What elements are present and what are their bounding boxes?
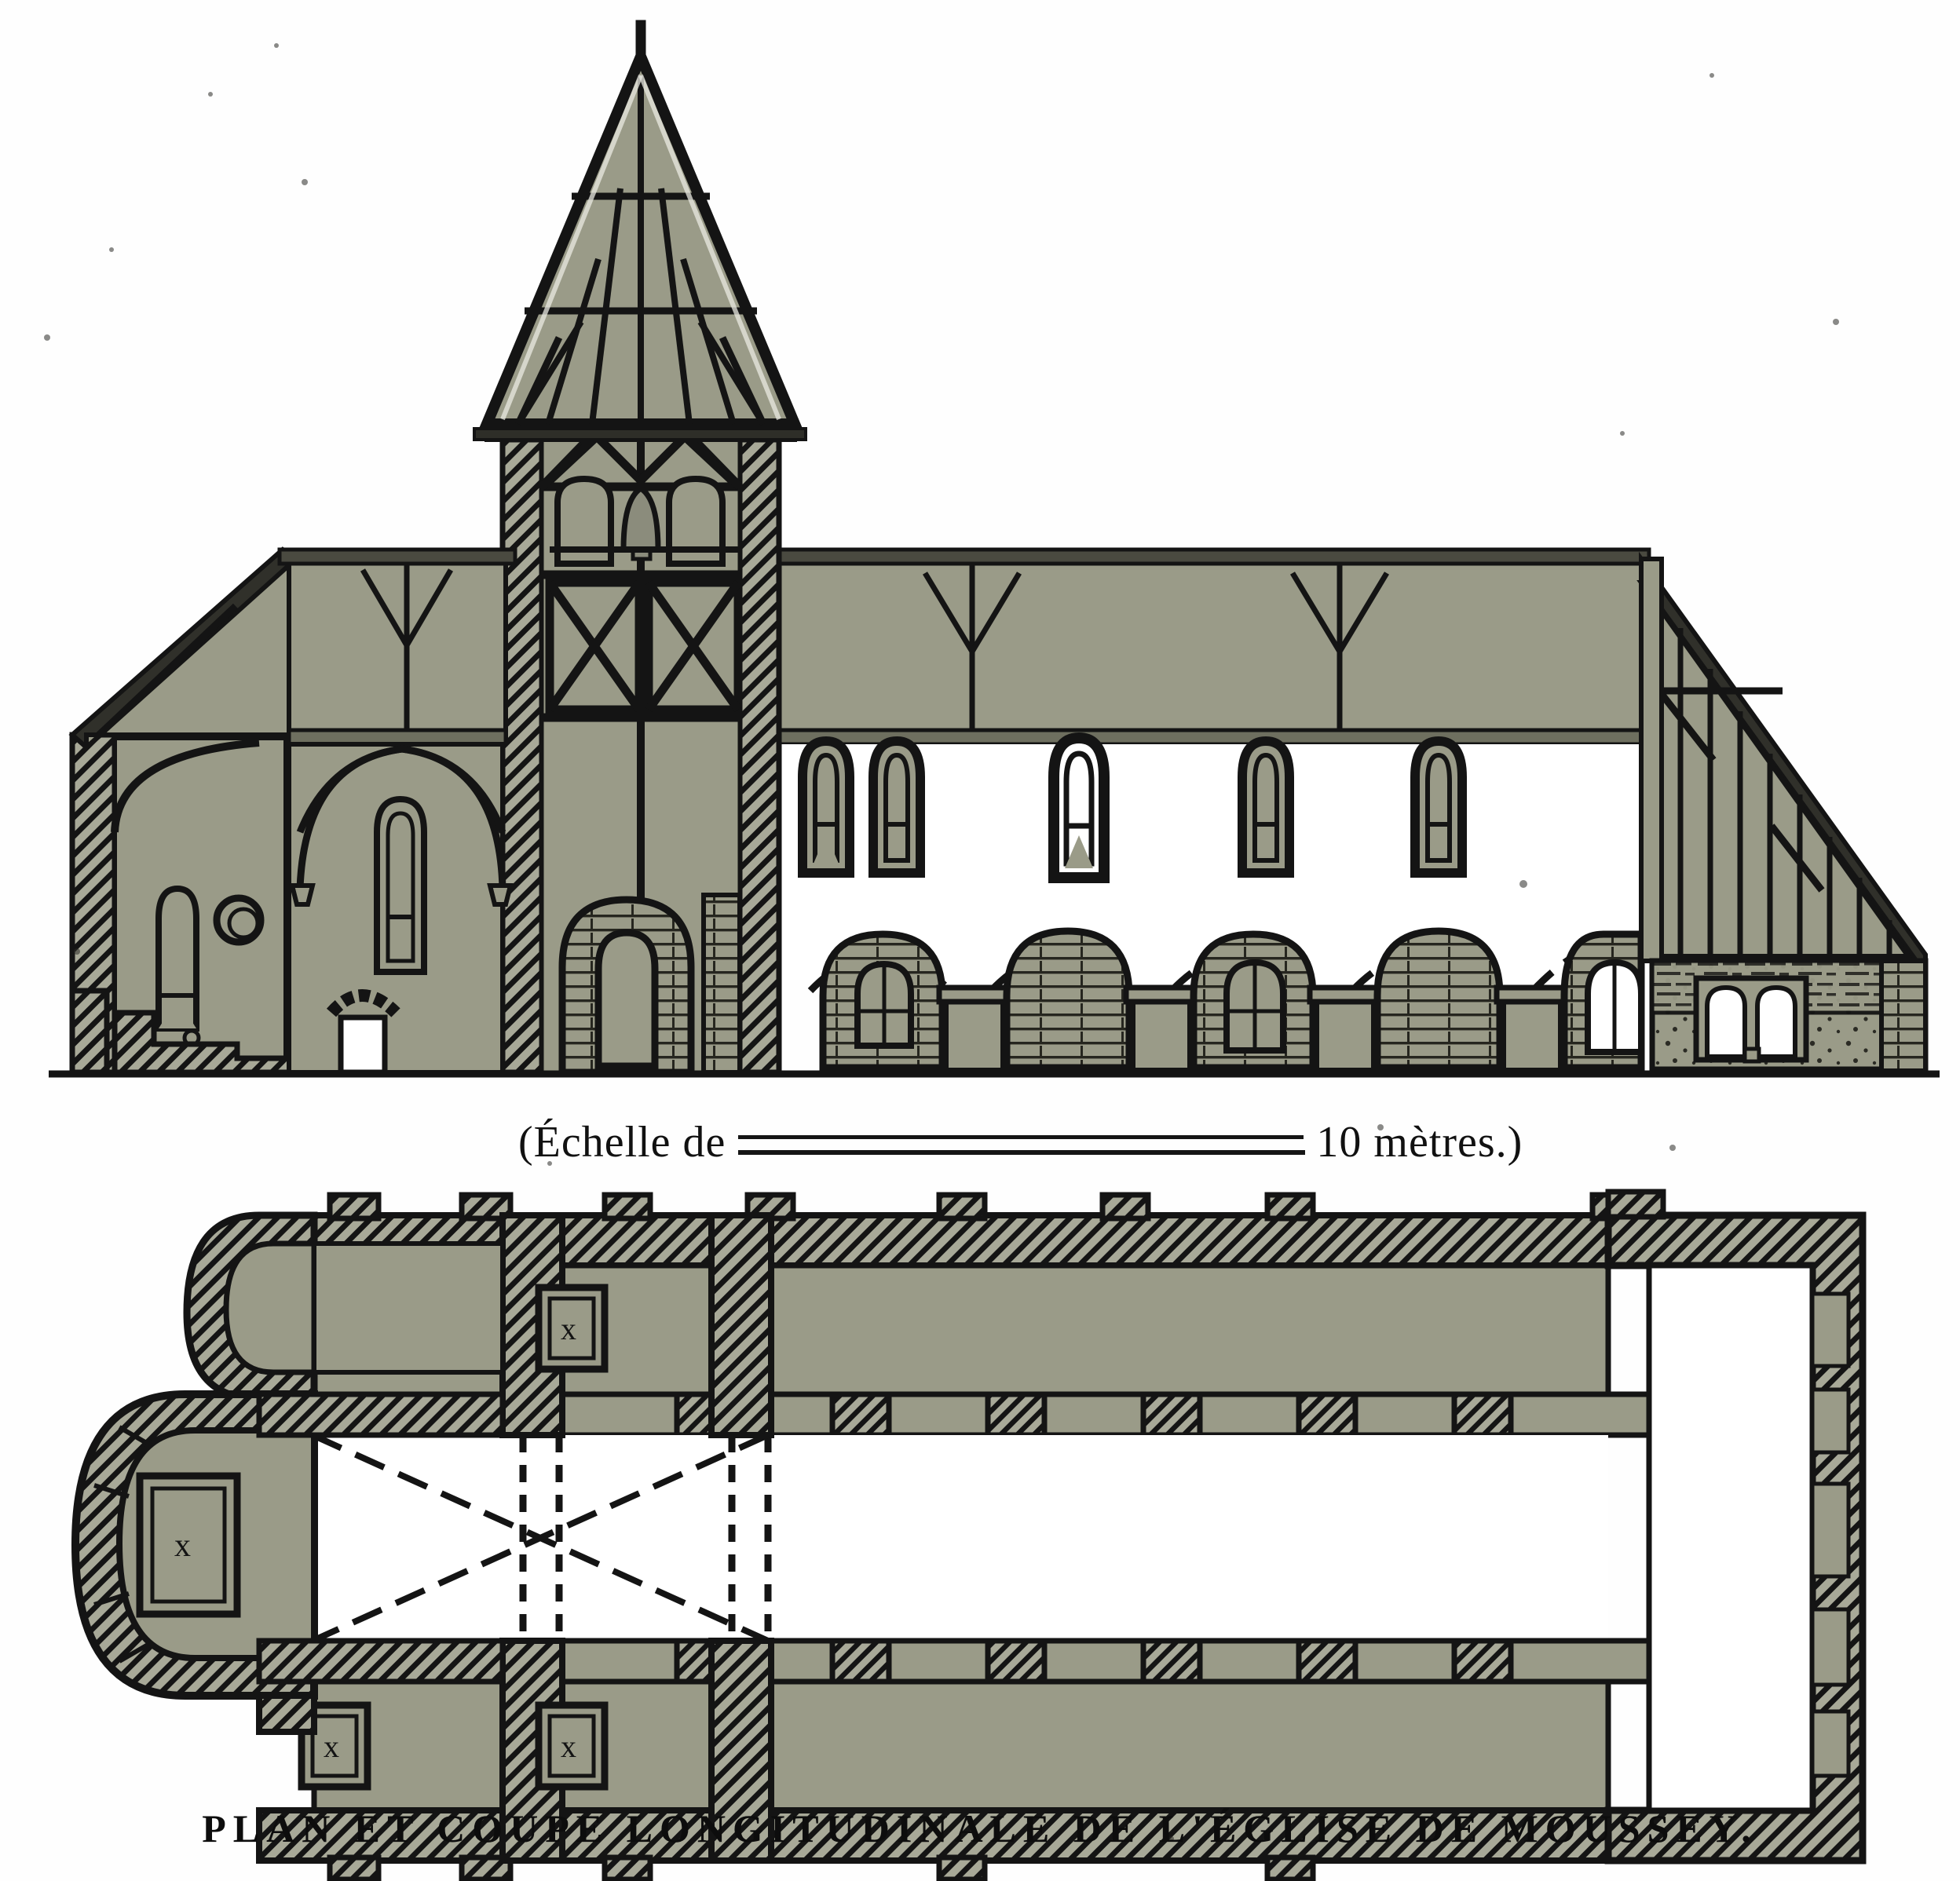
- scale-suffix: 10 mètres.): [1316, 1118, 1523, 1167]
- paper-foxing: [44, 43, 1839, 1841]
- gable-studs: [1677, 628, 1892, 955]
- plan-apse-north-return: [256, 1391, 506, 1438]
- belfry-opening: [554, 475, 614, 567]
- svg-text:x: x: [561, 1311, 576, 1346]
- plan-west-tab: [1605, 1189, 1666, 1220]
- ground-plan-figure: x x x: [71, 1189, 1867, 1881]
- plan-altar-marks: x x x: [298, 1284, 609, 1791]
- plan-north-apse: [183, 1211, 505, 1403]
- gable-quoins: [1879, 959, 1928, 1073]
- plan-apse-joints: [93, 1425, 151, 1664]
- vault-corbel: [487, 883, 514, 907]
- portal-jamb-courses: [701, 893, 742, 1075]
- lancet-window: [1048, 732, 1110, 883]
- svg-text:x: x: [561, 1729, 576, 1764]
- lancet-window: [798, 736, 854, 878]
- plan-nave-void: [314, 1435, 1608, 1641]
- spire-eaves: [473, 427, 807, 441]
- west-buttress: [69, 988, 110, 1076]
- clerestory-windows: [798, 732, 1467, 883]
- main-portal: [558, 896, 695, 1076]
- arcade-bay: [819, 930, 946, 1072]
- plan-tower-pier-se: [708, 1638, 774, 1864]
- vault-corbel: [289, 883, 316, 907]
- arcade-bay: [1373, 927, 1504, 1072]
- longitudinal-section-figure: [49, 20, 1940, 1078]
- altar-mark: x: [136, 1472, 241, 1618]
- arcade-bay: [1003, 927, 1133, 1072]
- arcade-pier: [1123, 984, 1200, 1074]
- plan-main-apse: x: [71, 1390, 318, 1735]
- plan-west-enclosure: [1604, 1189, 1867, 1865]
- plan-south-buttresses: [327, 1854, 1316, 1881]
- plan-tower-footprint-dashes: [519, 1435, 772, 1641]
- arcade-pier: [1494, 984, 1571, 1074]
- relieving-arch: [326, 989, 400, 1017]
- tower-pier-right: [737, 436, 782, 1076]
- apse-semidome-arc: [111, 739, 260, 833]
- apse-lancet-window: [155, 885, 199, 1032]
- spire-studs: [515, 75, 766, 426]
- tower-pier-left: [499, 436, 545, 1076]
- arcade-bay: [1190, 930, 1317, 1072]
- nave-roof-zone: [751, 557, 1644, 740]
- side-doorway: [338, 1014, 388, 1076]
- choir-block: [68, 546, 742, 1076]
- arcade-pier: [936, 984, 1013, 1074]
- plan-west-room-void: [1646, 1262, 1816, 1813]
- belfry-openings: [550, 475, 738, 567]
- scale-prefix: (Échelle de: [518, 1118, 726, 1167]
- svg-text:x: x: [324, 1729, 339, 1764]
- plate-title: PLAN ET COUPE LONGITUDINALE DE L'ÉGLISE …: [202, 1806, 1758, 1850]
- choir-roof-zone: [287, 557, 508, 740]
- spire-braces: [514, 336, 767, 426]
- bell-tower: [473, 20, 807, 1076]
- portal-opening: [594, 929, 659, 1070]
- plan-apse-south-return: [256, 1638, 506, 1685]
- gable-braces: [1654, 687, 1825, 893]
- scale-bar: [738, 1134, 1304, 1139]
- altar-mark: x: [535, 1701, 609, 1791]
- arcade-bay: [1560, 930, 1645, 1072]
- belfry-lower-bracing: [545, 578, 743, 714]
- scale-caption: (Échelle de 10 mètres.): [518, 1113, 1523, 1167]
- altar-mark: x: [298, 1701, 371, 1791]
- altar-mark: x: [535, 1284, 609, 1373]
- crossing-lancet-window: [374, 795, 427, 975]
- west-timber-gable: [1636, 551, 1929, 1073]
- lancet-window: [868, 736, 925, 878]
- plan-apse-step: [256, 1693, 317, 1735]
- nave-ridge-beam: [742, 547, 1651, 566]
- crossing-bay: [287, 742, 514, 1076]
- nave-roof-trusses: [922, 564, 1390, 730]
- plan-west-wall-courses: [1810, 1291, 1851, 1778]
- belfry-opening: [666, 475, 726, 567]
- svg-text:x: x: [174, 1528, 191, 1564]
- lancet-window: [1238, 736, 1294, 878]
- spire-finial: [635, 20, 646, 60]
- twin-light-window: [1693, 975, 1809, 1064]
- gable-corner-post: [1639, 557, 1664, 963]
- plan-tower-pier-ne: [708, 1212, 774, 1438]
- aisle-arcade: [807, 927, 1645, 1074]
- oculus: [213, 894, 265, 946]
- plan-aisle-bay-joints: [769, 1266, 1611, 1810]
- spire: [478, 20, 803, 429]
- choir-ridge-beam: [277, 547, 517, 566]
- choir-truss: [360, 564, 454, 730]
- lancet-window: [1410, 736, 1467, 878]
- arcade-pier: [1307, 984, 1384, 1074]
- vault-ribs: [296, 745, 506, 889]
- apse-gable-brace: [96, 603, 239, 738]
- plan-crossing-vault-diagonals: [311, 1432, 770, 1644]
